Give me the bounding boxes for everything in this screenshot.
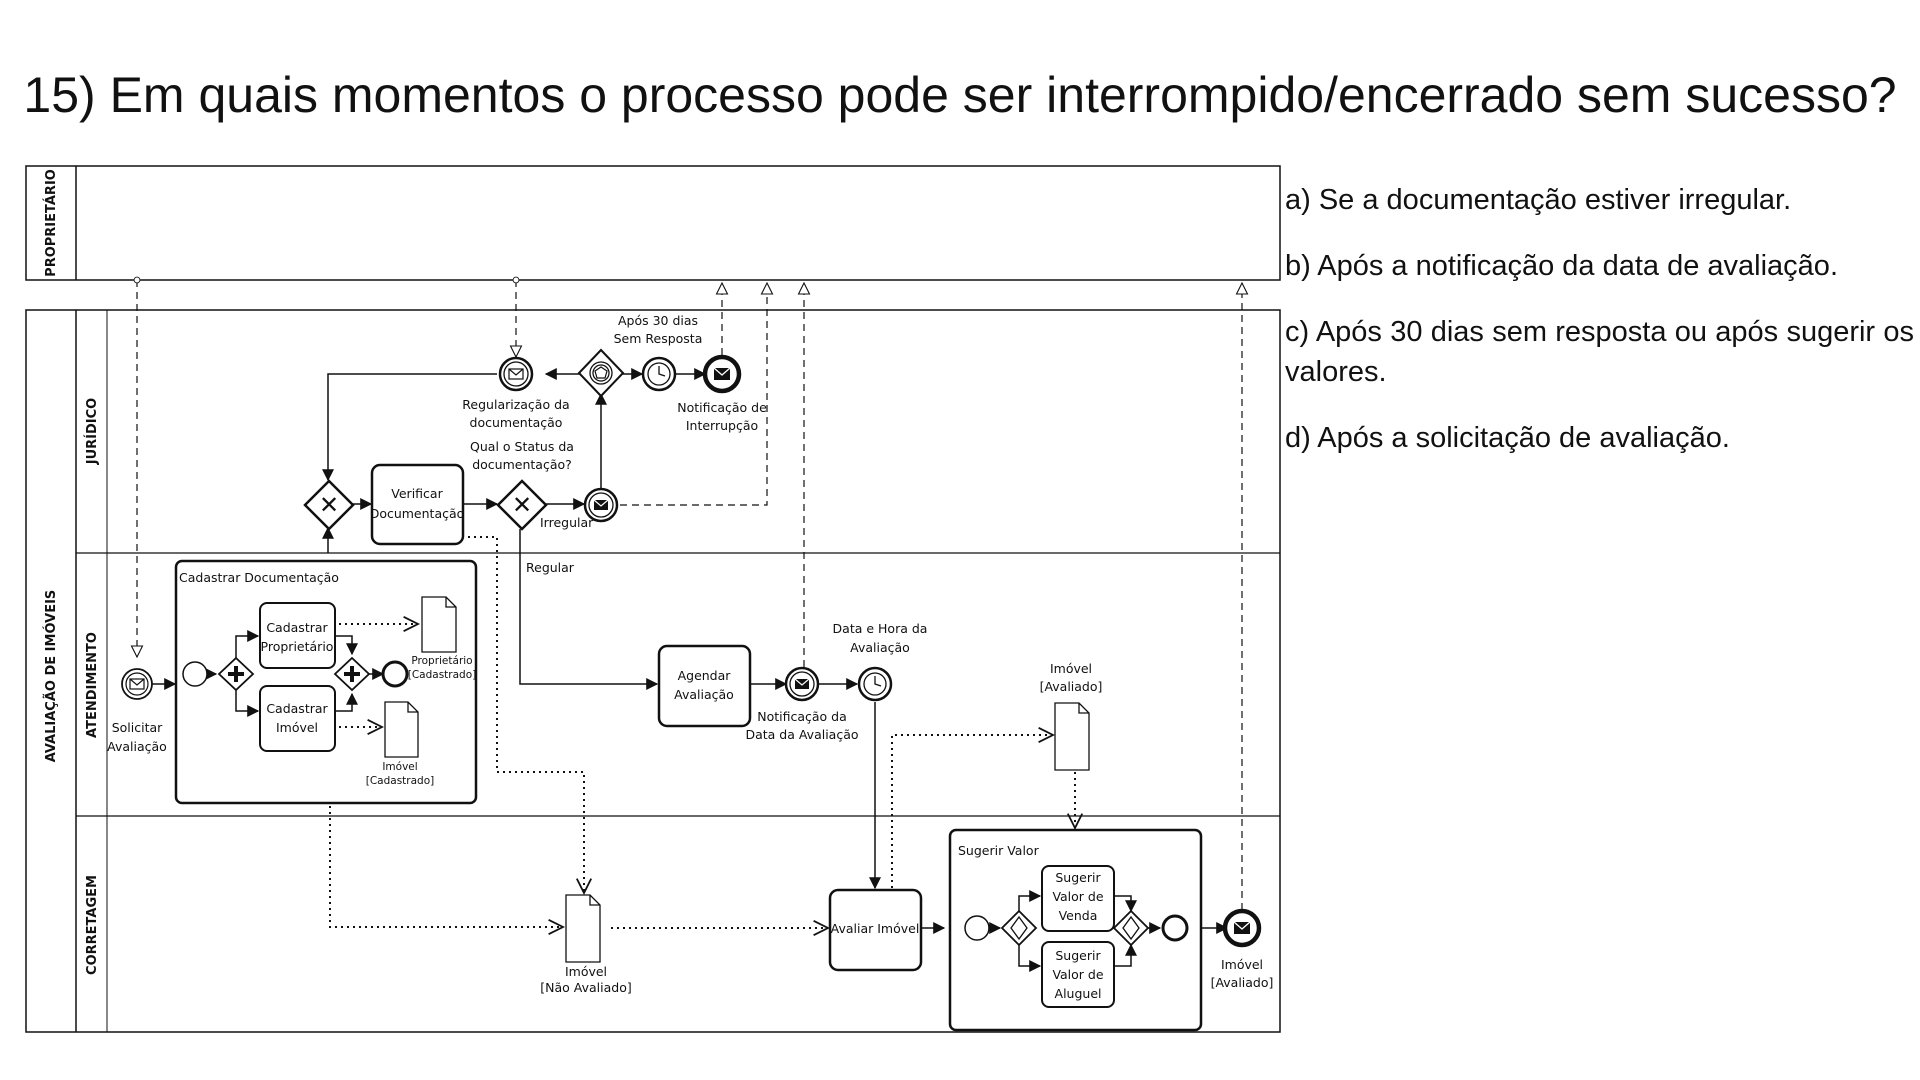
svg-text:Regular: Regular [526,560,575,575]
svg-text:Data e Hora da: Data e Hora da [833,621,928,636]
event-regularizacao[interactable] [498,356,534,392]
svg-text:Imóvel: Imóvel [565,964,607,979]
svg-text:Verificar: Verificar [391,486,443,501]
event-mensagem-irregular[interactable] [583,487,619,523]
event-notificacao-interrupcao[interactable] [702,354,742,394]
svg-text:Cadastrar: Cadastrar [266,701,328,716]
event-end-cadastro[interactable] [381,660,409,688]
option-b[interactable]: b) Após a notificação da data de avaliaç… [1285,250,1838,282]
svg-text:Agendar: Agendar [678,668,732,683]
lane-juridico-label: JURÍDICO [84,398,100,465]
option-d[interactable]: d) Após a solicitação de avaliação. [1285,422,1730,454]
subprocess-cadastrar-label: Cadastrar Documentação [179,570,339,585]
svg-text:Imóvel: Imóvel [1221,957,1263,972]
task-agendar-avaliacao[interactable]: Agendar Avaliação [657,644,752,728]
pool-owner: PROPRIETÁRIO [25,165,1281,281]
svg-text:✕: ✕ [319,491,339,519]
svg-text:Irregular: Irregular [540,515,594,530]
task-cadastrar-imovel[interactable]: Cadastrar Imóvel [259,685,336,752]
svg-text:[Não Avaliado]: [Não Avaliado] [540,980,631,995]
pool-main: AVALIAÇÃO DE IMÓVEIS JURÍDICO ATENDIMENT… [25,309,1281,1033]
data-object-imovel-avaliado[interactable]: Imóvel [Avaliado] [1040,661,1103,771]
svg-text:[Cadastrado]: [Cadastrado] [408,669,477,681]
pool-owner-label: PROPRIETÁRIO [43,169,59,277]
svg-text:Avaliação: Avaliação [107,739,167,754]
sequence-flows [150,368,1229,972]
svg-text:✕: ✕ [512,491,532,519]
svg-text:Documentação: Documentação [370,506,465,521]
lane-corretagem-label: CORRETAGEM [85,875,100,975]
event-end-sugerir[interactable] [1161,914,1189,942]
svg-text:Após 30 dias: Após 30 dias [618,313,698,328]
task-cadastrar-proprietario[interactable]: Cadastrar Proprietário [259,602,336,669]
gateway-parallel-split[interactable] [217,656,255,692]
svg-text:[Cadastrado]: [Cadastrado] [366,775,435,787]
svg-text:Imóvel: Imóvel [276,720,318,735]
bpmn-diagram: PROPRIETÁRIO AVALIAÇÃO DE IMÓVEIS JURÍDI… [25,165,1281,1033]
svg-text:Valor de: Valor de [1052,967,1103,982]
svg-text:Avaliação: Avaliação [674,687,734,702]
event-timer-30-dias[interactable] [641,356,677,392]
event-imovel-avaliado-end[interactable] [1222,908,1262,948]
data-object-proprietario[interactable]: Proprietário [Cadastrado] [408,596,477,681]
gateway-event-based[interactable] [577,348,625,398]
svg-text:Venda: Venda [1059,908,1098,923]
gateway-join-sugerir[interactable] [1112,909,1150,947]
svg-text:Sem Resposta: Sem Resposta [614,331,703,346]
task-avaliar-imovel[interactable]: Avaliar Imóvel [828,888,923,972]
gateway-split-sugerir[interactable] [1000,909,1038,947]
pool-main-label: AVALIAÇÃO DE IMÓVEIS [43,590,59,763]
svg-text:Valor de: Valor de [1052,889,1103,904]
answer-options: a) Se a documentação estiver irregular. … [1285,180,1914,484]
svg-text:Avaliar Imóvel: Avaliar Imóvel [831,921,920,936]
event-start-sugerir[interactable] [964,915,990,941]
task-sugerir-valor-venda[interactable]: Sugerir Valor de Venda [1041,865,1115,932]
data-associations [329,536,1075,928]
option-c[interactable]: c) Após 30 dias sem resposta ou após sug… [1285,316,1914,388]
task-sugerir-valor-aluguel[interactable]: Sugerir Valor de Aluguel [1041,941,1115,1008]
question-title: 15) Em quais momentos o processo pode se… [23,67,1897,123]
event-timer-data-hora[interactable] [857,666,893,702]
svg-text:Solicitar: Solicitar [112,720,163,735]
data-object-imovel-nao-avaliado[interactable]: Imóvel [Não Avaliado] [540,894,632,995]
event-solicitar-avaliacao[interactable] [121,668,153,700]
svg-text:Proprietário: Proprietário [411,655,472,667]
option-a[interactable]: a) Se a documentação estiver irregular. [1285,184,1792,216]
svg-text:Imóvel: Imóvel [382,761,417,773]
svg-text:Sugerir: Sugerir [1055,870,1101,885]
svg-text:documentação: documentação [470,415,563,430]
svg-text:Imóvel: Imóvel [1050,661,1092,676]
svg-text:documentação?: documentação? [472,457,572,472]
svg-text:Regularização da: Regularização da [462,397,569,412]
gateway-status[interactable]: ✕ [496,479,548,531]
svg-text:[Avaliado]: [Avaliado] [1040,679,1103,694]
svg-text:Aluguel: Aluguel [1055,986,1102,1001]
gateway-merge[interactable]: ✕ [303,479,355,531]
lane-atendimento-label: ATENDIMENTO [85,632,100,738]
svg-text:Cadastrar: Cadastrar [266,620,328,635]
svg-text:Interrupção: Interrupção [686,418,758,433]
svg-text:Notificação da: Notificação da [757,709,847,724]
svg-text:[Avaliado]: [Avaliado] [1211,975,1274,990]
message-flows [137,280,1242,910]
svg-text:Avaliação: Avaliação [850,640,910,655]
data-object-imovel-cadastrado[interactable]: Imóvel [Cadastrado] [366,701,435,787]
svg-text:Notificação de: Notificação de [677,400,767,415]
svg-text:Sugerir: Sugerir [1055,948,1101,963]
subprocess-sugerir-label: Sugerir Valor [958,843,1040,858]
gateway-parallel-join[interactable] [333,656,371,692]
task-verificar-documentacao[interactable]: Verificar Documentação [370,463,465,546]
diagram-labels: Após 30 dias Sem Resposta Regularização … [107,313,1273,990]
event-start-cadastro[interactable] [182,661,208,687]
svg-text:Proprietário: Proprietário [261,639,334,654]
event-notificacao-data[interactable] [784,666,820,702]
svg-text:Data da Avaliação: Data da Avaliação [745,727,858,742]
svg-text:Qual o Status da: Qual o Status da [470,439,574,454]
